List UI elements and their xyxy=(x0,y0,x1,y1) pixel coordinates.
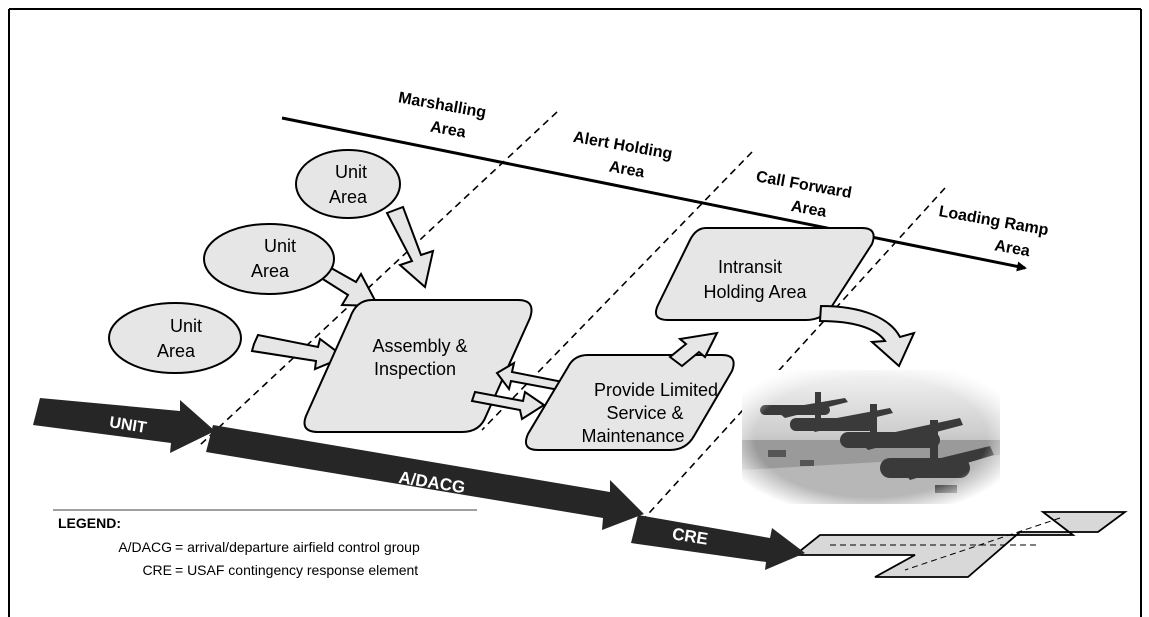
service-line3: Maintenance xyxy=(581,426,684,446)
unit-band-label: UNIT xyxy=(108,414,148,437)
zone-label-marshalling: Marshalling Area xyxy=(397,90,488,142)
call-forward-boundary xyxy=(639,187,946,524)
legend-def-cre: = USAF contingency response element xyxy=(175,562,418,578)
assembly-line2: Inspection xyxy=(374,359,456,379)
service-line1: Provide Limited xyxy=(594,380,718,400)
svg-text:Call Forward: Call Forward xyxy=(755,168,853,202)
svg-text:Alert Holding: Alert Holding xyxy=(572,129,674,163)
svg-text:Loading Ramp: Loading Ramp xyxy=(937,203,1050,239)
unit-area-bottom-line2: Area xyxy=(157,341,196,361)
unit-area-top-line1: Unit xyxy=(335,162,367,182)
intransit-line1: Intransit xyxy=(718,257,782,277)
unit-area-middle-line1: Unit xyxy=(264,236,296,256)
svg-text:Area: Area xyxy=(790,198,828,221)
intransit-holding-box xyxy=(655,227,875,321)
cre-band-arrow xyxy=(631,515,805,570)
assembly-line1: Assembly & xyxy=(372,336,467,356)
intransit-to-ramp-arrow xyxy=(818,304,916,368)
legend-title: LEGEND: xyxy=(58,515,121,531)
legend-def-adacg: = arrival/departure airfield control gro… xyxy=(175,539,420,555)
alert-holding-boundary xyxy=(481,151,753,431)
assembly-to-service-arrow xyxy=(470,390,546,421)
zone-label-alert-holding: Alert Holding Area xyxy=(572,129,674,182)
svg-text:Area: Area xyxy=(608,158,646,181)
runway-graphic xyxy=(792,511,1128,578)
unit-area-top-line2: Area xyxy=(329,187,368,207)
service-line2: Service & xyxy=(606,403,683,423)
adacg-band-arrow xyxy=(206,425,644,530)
unit-area-middle xyxy=(203,223,335,295)
marshalling-boundary xyxy=(199,111,558,446)
unit-to-assembly-arrow-top xyxy=(385,205,435,289)
svg-text:Area: Area xyxy=(993,237,1031,260)
aircraft-ramp-image xyxy=(742,370,1000,504)
unit-area-bottom xyxy=(108,302,242,374)
unit-area-middle-line2: Area xyxy=(251,261,290,281)
svg-text:Area: Area xyxy=(429,119,467,142)
legend-abbr-cre: CRE xyxy=(142,562,172,578)
service-to-intransit-arrow xyxy=(668,331,719,368)
unit-area-top xyxy=(295,149,401,219)
svg-text:Marshalling: Marshalling xyxy=(397,90,488,122)
zone-header-arrow xyxy=(281,116,1027,272)
unit-area-bottom-line1: Unit xyxy=(170,316,202,336)
intransit-line2: Holding Area xyxy=(703,282,807,302)
provide-service-box xyxy=(525,354,735,451)
legend-abbr-adacg: A/DACG xyxy=(118,539,172,555)
unit-band-arrow xyxy=(33,398,215,453)
